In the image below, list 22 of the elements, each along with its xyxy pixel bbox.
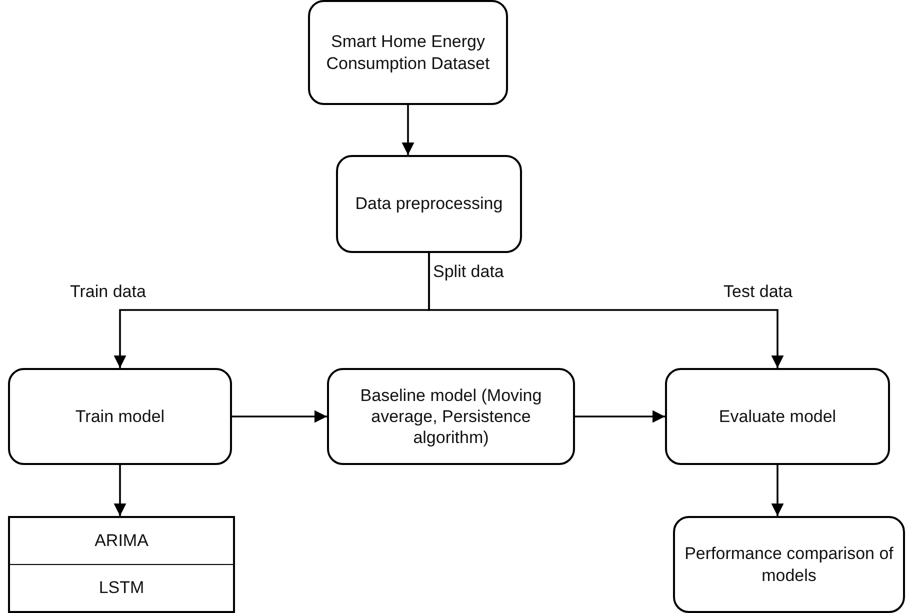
node-text: Data preprocessing (355, 193, 503, 215)
process-box (673, 516, 905, 613)
node-text: Baseline model (Moving average, Persistence algorithm) (359, 384, 543, 448)
arrow (232, 410, 327, 423)
arrow (428, 253, 784, 368)
table-cell: LSTM (10, 564, 233, 611)
process-box (8, 368, 232, 465)
model-list-table (8, 516, 235, 613)
arrow (402, 105, 414, 155)
process-box (336, 155, 522, 253)
node-text: Evaluate model (718, 406, 836, 428)
node-text: Train model (75, 406, 165, 428)
split-label: Split data (431, 262, 506, 282)
process-box (308, 0, 508, 105)
process-box (327, 368, 575, 465)
arrow (575, 410, 665, 423)
node-text: Smart Home Energy Consumption Dataset (325, 31, 491, 74)
process-box (665, 368, 890, 465)
node-text: Performance comparison of models (684, 543, 894, 586)
arrow (114, 465, 126, 516)
arrow (771, 465, 784, 516)
table-cell-text: ARIMA (94, 530, 150, 552)
